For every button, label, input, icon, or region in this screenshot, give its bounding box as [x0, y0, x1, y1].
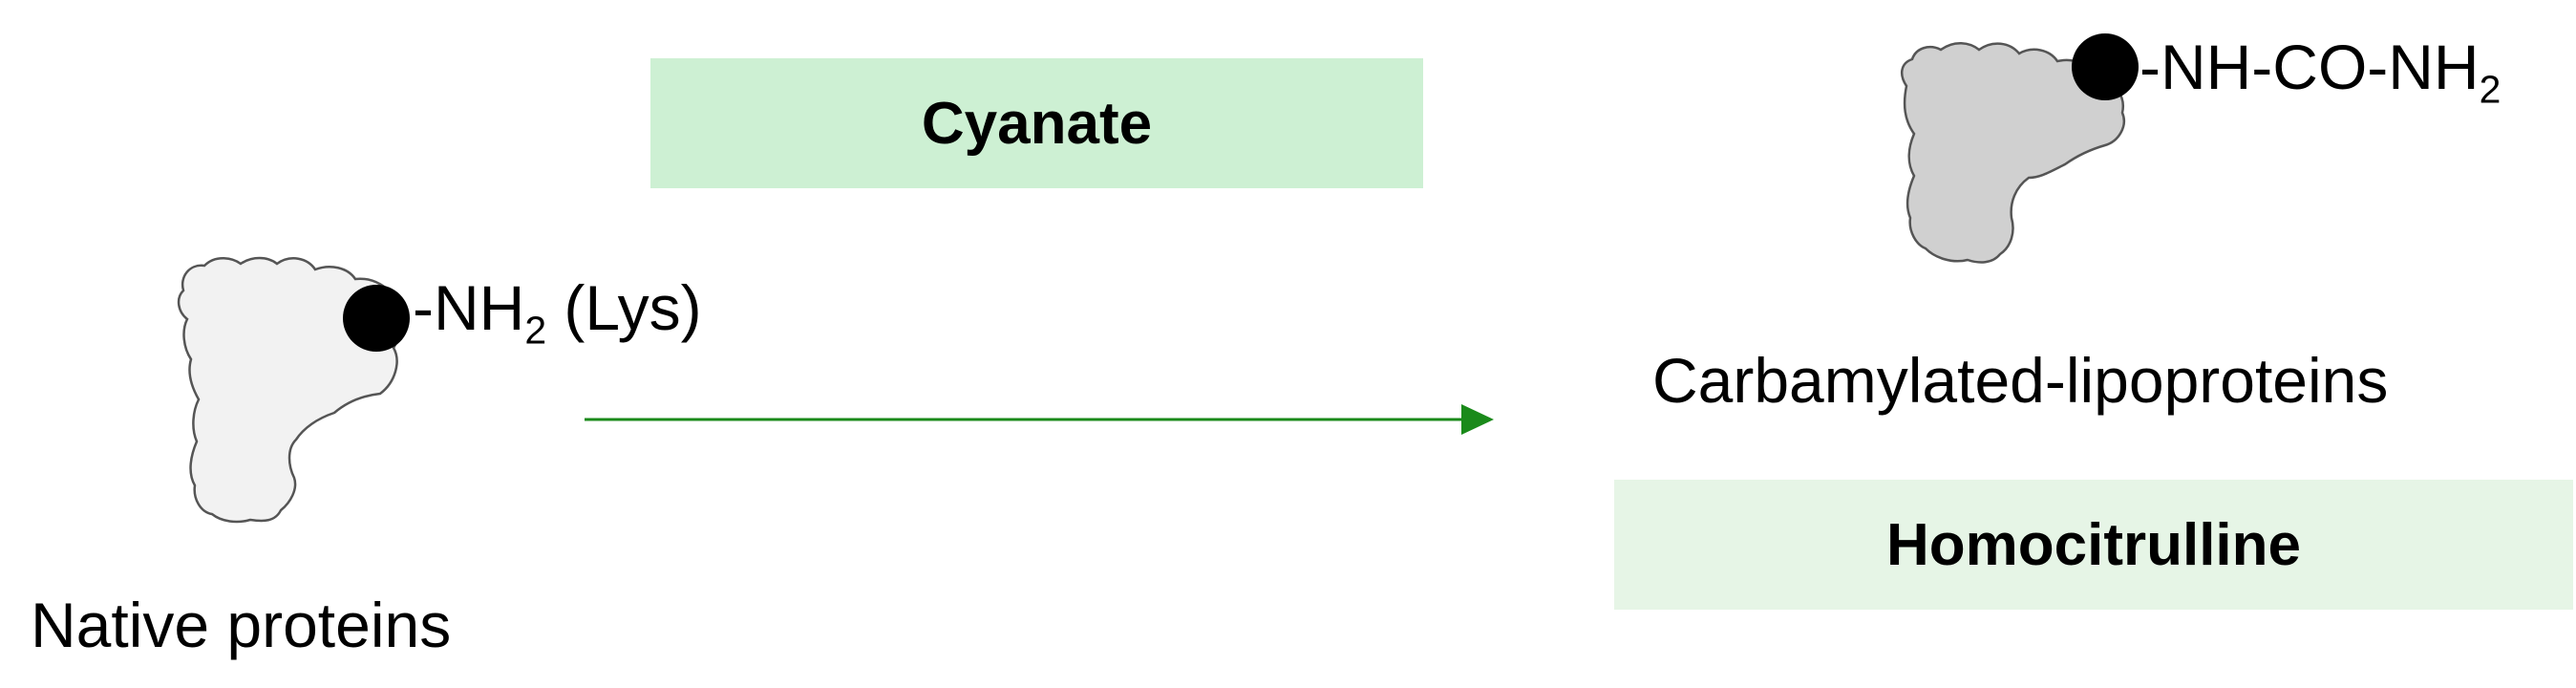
result-label: Homocitrulline	[1885, 511, 2302, 578]
reagent-label: Cyanate	[921, 90, 1153, 157]
product-protein-shape	[1900, 42, 2125, 264]
product-reactive-site	[2072, 33, 2139, 100]
native-group-subscript: 2	[524, 308, 547, 353]
reaction-arrow-head	[1461, 404, 1494, 435]
result-box: Homocitrulline	[1614, 480, 2573, 610]
product-group-prefix: -NH-CO-NH	[2140, 32, 2480, 102]
native-group-prefix: -NH	[413, 272, 525, 343]
product-group-label: -NH-CO-NH2	[2140, 31, 2501, 109]
native-group-label: -NH2 (Lys)	[413, 271, 702, 350]
native-caption: Native proteins	[31, 590, 452, 660]
product-group-subscript: 2	[2479, 67, 2501, 112]
product-caption: Carbamylated-lipoproteins	[1652, 345, 2389, 416]
native-group-suffix: (Lys)	[546, 272, 702, 343]
native-reactive-site	[343, 285, 410, 352]
reagent-box: Cyanate	[650, 58, 1423, 188]
